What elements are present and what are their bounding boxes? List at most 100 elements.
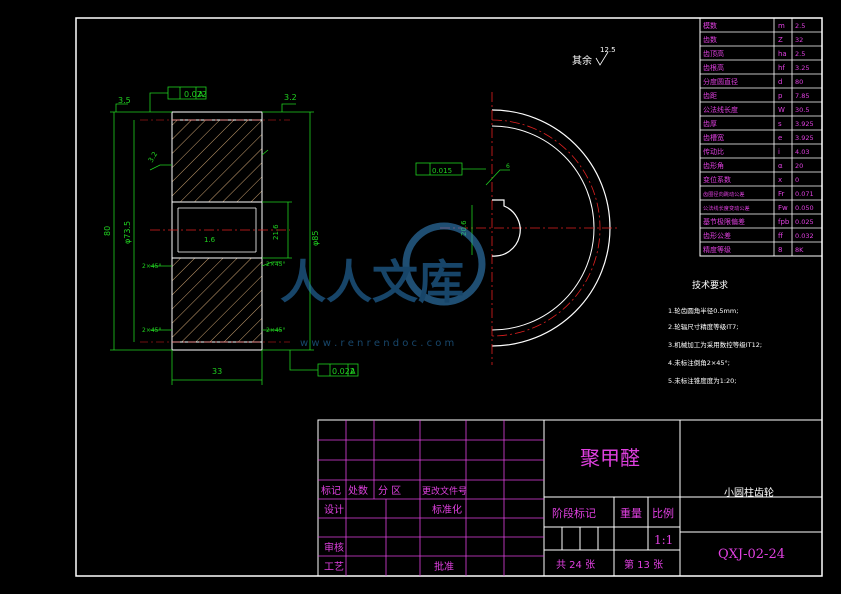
tol-right-value: 0.015 — [432, 167, 452, 175]
param-symbol: x — [778, 176, 782, 184]
param-name: 齿数 — [703, 35, 717, 44]
param-value: 0.050 — [795, 204, 814, 212]
param-name: 齿圈径向跳动公差 — [703, 190, 745, 198]
roughness-left: 3.5 — [118, 96, 131, 105]
param-value: 30.5 — [795, 106, 809, 114]
param-name: 齿形公差 — [703, 231, 731, 240]
drawing-number: QXJ-02-24 — [718, 547, 785, 562]
tol-top-value: 0.022 — [184, 90, 207, 99]
watermark-url: w w w . r e n r e n d o c . c o m — [300, 338, 454, 349]
sheets-total: 共 24 张 — [556, 559, 595, 571]
param-value: 7.85 — [795, 92, 809, 100]
param-value: 4.03 — [795, 148, 809, 156]
param-value: 80 — [795, 78, 803, 86]
param-value: 20 — [795, 162, 803, 170]
param-name: 公法线长度 — [703, 105, 738, 114]
param-symbol: α — [778, 162, 783, 170]
watermark: 人人文库 w w w . r e n r e n d o c . c o m — [280, 222, 486, 349]
param-symbol: i — [778, 148, 780, 156]
param-name: 齿距 — [703, 92, 717, 100]
scale-value: 1:1 — [654, 533, 673, 547]
dim-outer-diameter: 80 — [103, 226, 112, 236]
param-name: 齿厚 — [703, 120, 717, 128]
param-symbol: fpb — [778, 218, 790, 226]
param-symbol: Fw — [778, 204, 788, 212]
param-name: 公法线长度变动公差 — [703, 204, 750, 212]
param-symbol: W — [778, 106, 785, 114]
param-symbol: s — [778, 120, 782, 128]
param-symbol: Z — [778, 36, 783, 44]
param-symbol: hf — [778, 64, 785, 72]
tech-req-title: 技术要求 — [692, 279, 728, 291]
chamfer-left-2: 2×45° — [142, 327, 161, 334]
param-name: 变位系数 — [703, 175, 731, 184]
section-view: 0.022 A 0.022 A 3.5 3.2 33 80 φ73.5 φ85 … — [103, 86, 359, 385]
tb-approve-label: 批准 — [434, 560, 454, 573]
param-name: 精度等级 — [703, 245, 731, 254]
param-symbol: d — [778, 78, 782, 86]
param-name: 齿槽宽 — [703, 133, 724, 142]
tb-count-label: 处数 — [348, 484, 368, 497]
param-name: 齿顶高 — [703, 49, 724, 58]
param-name: 模数 — [703, 21, 717, 30]
part-name: 小圆柱齿轮 — [724, 486, 774, 499]
material-name: 聚甲醛 — [580, 446, 640, 470]
tech-req-item-5: 5.未标注锥度度为1:20; — [668, 376, 737, 385]
title-block — [317, 419, 823, 577]
tb-review-label: 审核 — [324, 541, 344, 554]
tb-mark-label: 标记 — [321, 485, 341, 497]
sheet-number: 第 13 张 — [624, 558, 663, 571]
param-name: 分度圆直径 — [703, 77, 738, 86]
chamfer-right-2: 2×45° — [266, 327, 285, 334]
dim-key-6: 6 — [506, 163, 510, 170]
param-symbol: m — [778, 22, 785, 30]
dim-bore-diameter: φ73.5 — [123, 221, 132, 244]
param-value: 0.071 — [795, 190, 814, 198]
tech-req-item-3: 3.机械加工为采用数控等级IT12; — [668, 340, 762, 349]
title-block-grid — [318, 420, 544, 576]
roughness-other-label: 其余 — [572, 54, 592, 67]
chamfer-left-1: 2×45° — [142, 263, 161, 270]
param-symbol: ha — [778, 50, 787, 58]
param-value: 3.925 — [795, 120, 814, 128]
side-view: 0.015 20.6 6 其余 12.5 — [415, 46, 620, 365]
scale-label: 比例 — [652, 506, 674, 520]
tb-zone-label: 分 区 — [378, 485, 401, 497]
ra-upper: 3.2 — [147, 150, 159, 164]
tb-change-doc-label: 更改文件号 — [422, 485, 467, 497]
dim-keyway-width: 1.6 — [204, 236, 216, 244]
technical-requirements: 技术要求 1.轮齿圆角半径0.5mm; 2.轮辐尺寸精度等级IT7; 3.机械加… — [668, 279, 762, 385]
roughness-other-value: 12.5 — [600, 46, 616, 54]
param-name: 基节极限偏差 — [703, 217, 745, 226]
tol-bottom-datum: A — [350, 367, 356, 376]
param-value: 8K — [795, 246, 804, 254]
dim-hub-diameter: φ85 — [311, 231, 320, 246]
dim-keyway: 21.6 — [272, 224, 280, 240]
param-name: 传动比 — [703, 147, 724, 156]
tol-top-datum: A — [198, 90, 204, 99]
tech-req-item-1: 1.轮齿圆角半径0.5mm; — [668, 306, 738, 315]
tech-req-item-2: 2.轮辐尺寸精度等级IT7; — [668, 322, 738, 331]
param-symbol: e — [778, 134, 782, 142]
tech-req-item-4: 4.未标注倒角2×45°; — [668, 358, 730, 367]
chamfer-right-1: 2×45° — [266, 261, 285, 268]
roughness-right: 3.2 — [284, 93, 297, 102]
param-symbol: Fr — [778, 190, 785, 198]
param-value: 0.032 — [795, 232, 814, 240]
tb-process-label: 工艺 — [324, 561, 344, 573]
tb-standard-label: 标准化 — [432, 503, 462, 516]
param-name: 齿形角 — [703, 161, 724, 170]
param-value: 3.25 — [795, 64, 809, 72]
param-symbol: ff — [778, 232, 783, 240]
param-value: 0.025 — [795, 218, 814, 226]
param-value: 2.5 — [795, 22, 805, 30]
tol-bottom-value: 0.022 — [332, 367, 355, 376]
param-value: 2.5 — [795, 50, 805, 58]
weight-label: 重量 — [620, 506, 642, 520]
param-value: 32 — [795, 36, 803, 44]
param-symbol: 8 — [778, 246, 782, 254]
param-value: 3.925 — [795, 134, 814, 142]
param-value: 0 — [795, 176, 799, 184]
